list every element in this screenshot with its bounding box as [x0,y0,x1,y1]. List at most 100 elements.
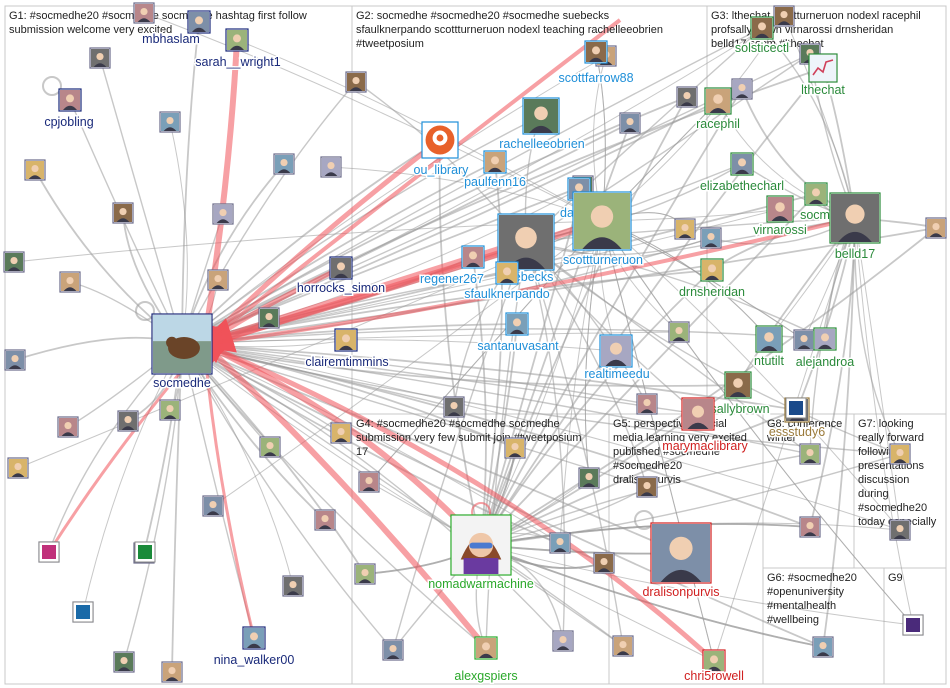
node-unlabelled[interactable] [282,575,304,597]
node-unlabelled[interactable] [773,5,795,27]
node-sfaulknerpando[interactable]: sfaulknerpando [463,261,551,303]
person-body-icon [553,548,567,552]
node-socmedhe[interactable]: socmedhe [151,313,213,392]
node-unlabelled[interactable] [443,396,465,418]
node-cpjobling[interactable]: cpjobling [43,88,95,131]
person-head-icon [342,334,350,343]
node-racephil[interactable]: racephil [695,87,741,133]
node-unlabelled[interactable] [7,457,29,479]
node-unlabelled[interactable] [89,47,111,69]
node-chri5rowell[interactable]: chri5rowell [683,649,745,685]
node-label: regener267 [420,272,484,286]
node-unlabelled[interactable] [3,251,25,273]
node-unlabelled[interactable] [358,471,380,493]
edge [181,343,294,587]
node-unlabelled[interactable] [382,639,404,661]
node-virnarossi[interactable]: virnarossi [752,195,808,239]
node-unlabelled[interactable] [57,416,79,438]
node-ou-library[interactable]: ou_library [412,121,471,179]
node-unlabelled[interactable] [345,71,367,93]
node-badge-pink[interactable] [38,541,60,563]
node-unlabelled[interactable] [112,202,134,224]
node-unlabelled[interactable] [159,111,181,133]
node-unlabelled[interactable] [504,437,526,459]
node-unlabelled[interactable] [258,307,280,329]
node-dralisonpurvis[interactable]: dralisonpurvis [641,522,721,601]
node-unlabelled[interactable] [212,203,234,225]
node-unlabelled[interactable] [612,635,634,657]
edge [181,340,811,455]
node-unlabelled[interactable] [925,217,947,239]
node-label: clairemtimmins [305,355,388,369]
node-unlabelled[interactable] [619,112,641,134]
node-sarah-wright1[interactable]: sarah__wright1 [194,28,282,71]
edge [600,220,715,662]
node-horrocks-simon[interactable]: horrocks_simon [295,256,387,297]
person-body-icon [121,426,135,430]
node-unlabelled[interactable] [812,636,834,658]
node-sallybrown[interactable]: sallybrown [709,371,771,418]
node-badge-blue-logo[interactable] [785,397,807,419]
node-unlabelled[interactable] [4,349,26,371]
node-unlabelled[interactable] [159,399,181,421]
node-paulfenn16[interactable]: paulfenn16 [463,150,527,191]
node-unlabelled[interactable] [117,410,139,432]
node-clairemtimmins[interactable]: clairemtimmins [304,328,390,371]
node-alejandroa[interactable]: alejandroa [794,327,856,371]
node-marymaclibrary[interactable]: marymaclibrary [661,397,750,455]
node-lthechat[interactable]: lthechat [800,53,847,99]
node-unlabelled[interactable] [202,495,224,517]
node-alexgspiers[interactable]: alexgspiers [453,636,519,685]
node-unlabelled[interactable] [676,86,698,108]
node-unlabelled[interactable] [793,329,815,351]
node-mbhaslam[interactable]: mbhaslam [141,10,211,48]
node-unlabelled[interactable] [59,271,81,293]
edge [181,55,607,345]
node-unlabelled[interactable] [593,552,615,574]
node-unlabelled[interactable] [889,519,911,541]
node-santanuvasant[interactable]: santanuvasant [476,312,561,355]
node-rachelleeobrien[interactable]: rachelleeobrien [498,97,586,153]
node-unlabelled[interactable] [330,422,352,444]
node-unlabelled[interactable] [320,156,342,178]
node-badge-blue[interactable] [72,601,94,623]
node-unlabelled[interactable] [314,509,336,531]
node-unlabelled[interactable] [731,78,753,100]
node-unlabelled[interactable] [700,227,722,249]
node-regener267[interactable]: regener267 [419,245,486,288]
node-unlabelled[interactable] [354,563,376,585]
node-unlabelled[interactable] [674,218,696,240]
node-unlabelled[interactable] [161,661,183,683]
node-unlabelled[interactable] [552,630,574,652]
node-unlabelled[interactable] [668,321,690,343]
node-scottturneruon[interactable]: scottturneruon [562,191,644,269]
node-belld17[interactable]: belld17 [829,192,881,263]
node-unlabelled[interactable] [207,269,229,291]
node-solsticectl[interactable]: solsticectl [733,16,791,57]
node-unlabelled[interactable] [636,393,658,415]
node-unlabelled[interactable] [799,443,821,465]
node-unlabelled[interactable] [549,532,571,554]
node-drnsheridan[interactable]: drnsheridan [677,258,747,301]
node-socm[interactable]: socm [799,182,831,224]
node-unlabelled[interactable] [636,476,658,498]
node-realtimeedu[interactable]: realtimeedu [583,334,651,383]
node-label: mbhaslam [142,32,200,46]
node-unlabelled[interactable] [799,516,821,538]
node-unlabelled[interactable] [889,443,911,465]
node-badge-clt[interactable] [902,614,924,636]
edge [761,27,858,219]
node-unlabelled[interactable] [24,159,46,181]
node-unlabelled[interactable] [259,436,281,458]
node-nomadwarmachine[interactable]: nomadwarmachine [427,514,535,593]
node-ntutilt[interactable]: ntutilt [753,325,786,370]
node-badge-green[interactable] [134,541,156,563]
node-nina-walker00[interactable]: nina_walker00 [212,626,296,669]
node-unlabelled[interactable] [578,467,600,489]
node-unlabelled[interactable] [273,153,295,175]
node-unlabelled[interactable] [113,651,135,673]
node-scottfarrow88[interactable]: scottfarrow88 [557,40,635,87]
node-unlabelled[interactable] [133,2,155,24]
node-elizabethecharl[interactable]: elizabethecharl [698,152,786,195]
